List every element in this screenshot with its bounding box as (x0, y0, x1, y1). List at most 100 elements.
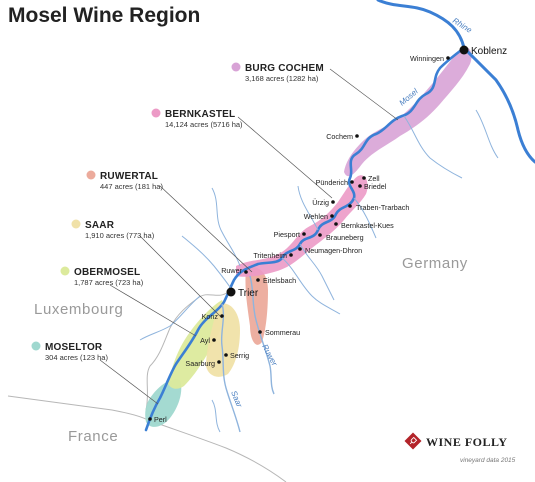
town-neumagen-dhron: Neumagen-Dhron (298, 246, 362, 255)
town-label: Saarburg (185, 359, 215, 368)
region-acres-moseltor: 304 acres (123 ha) (45, 353, 108, 362)
swatch-saar (71, 219, 81, 229)
region-acres-ruwertal: 447 acres (181 ha) (100, 182, 163, 191)
town-label: Wehlen (304, 212, 328, 221)
stream-8 (353, 197, 377, 239)
region-acres-bernkastel: 14,124 acres (5716 ha) (165, 120, 243, 129)
town-zell: Zell (362, 174, 380, 183)
region-acres-obermosel: 1,787 acres (723 ha) (74, 278, 144, 287)
town-marker (212, 338, 216, 342)
leader-saar (139, 235, 223, 319)
town-cochem: Cochem (326, 132, 359, 141)
town-marker (318, 233, 322, 237)
town-marker (148, 417, 152, 421)
town-marker (331, 200, 335, 204)
town-marker (334, 222, 338, 226)
region-name-bernkastel: BERNKASTEL (165, 109, 235, 120)
town-marker (244, 270, 248, 274)
stream-4 (299, 243, 335, 301)
town-label: Pünderich (316, 178, 348, 187)
town-konz: Konz (202, 312, 224, 321)
town-label: Cochem (326, 132, 353, 141)
town-label: Eitelsbach (263, 276, 296, 285)
town-marker (330, 214, 334, 218)
swatch-moseltor (31, 341, 41, 351)
town-marker (348, 204, 352, 208)
town-marker (298, 247, 302, 251)
city-label: Trier (238, 288, 259, 299)
city-trier: Trier (226, 287, 259, 299)
town-label: Traben-Trarbach (356, 203, 409, 212)
stream-5 (281, 257, 341, 315)
leader-obermosel (109, 284, 197, 337)
town-label: Winningen (410, 54, 444, 63)
town-label: Zell (368, 174, 380, 183)
stream-7 (297, 185, 319, 231)
leader-ruwertal (159, 185, 253, 273)
stream-6 (403, 115, 463, 179)
swatch-obermosel (60, 266, 70, 276)
logo-text: WINE FOLLY (426, 435, 508, 449)
town-wehlen: Wehlen (304, 212, 334, 221)
town-marker (446, 56, 450, 60)
town-marker (220, 314, 224, 318)
country-luxembourg: Luxembourg (34, 301, 123, 318)
town-punderich: Pünderich (316, 178, 354, 187)
swatch-bernkastel (151, 108, 161, 118)
town-marker (224, 353, 228, 357)
town-label: Konz (202, 312, 219, 321)
region-name-ruwertal: RUWERTAL (100, 171, 158, 182)
town-traben-trarbach: Traben-Trarbach (348, 203, 409, 212)
town-label: Piesport (274, 230, 300, 239)
town-marker (289, 253, 293, 257)
town-ruwer: Ruwer (221, 266, 248, 275)
city-marker (226, 287, 236, 297)
region-name-burg-cochem: BURG COCHEM (245, 63, 324, 74)
region-label-moseltor: MOSELTOR 304 acres (123 ha) (31, 341, 108, 362)
town-marker (355, 134, 359, 138)
region-acres-saar: 1,910 acres (773 ha) (85, 231, 155, 240)
region-moseltor-area (145, 379, 182, 427)
border-germany-france (147, 419, 287, 482)
leader-moseltor (99, 359, 159, 405)
town-bernkastel-kues: Bernkastel-Kues (334, 221, 394, 230)
ruwer-river (249, 275, 275, 395)
region-name-saar: SAAR (85, 220, 115, 231)
town-marker (362, 176, 366, 180)
town-label: Sommerau (265, 328, 300, 337)
region-saar-area (206, 303, 240, 377)
swatch-burg-cochem (231, 62, 241, 72)
town-marker (258, 330, 262, 334)
town-serrig: Serrig (224, 351, 249, 360)
town-label: Brauneberg (326, 233, 364, 242)
border-france (7, 395, 149, 421)
region-label-ruwertal: RUWERTAL 447 acres (181 ha) (86, 170, 163, 191)
town-marker (358, 184, 362, 188)
town-marker (350, 180, 354, 184)
rhine-river (376, 0, 535, 164)
vineyard-data-credit: vineyard data 2015 (460, 457, 516, 464)
town-perl: Perl (148, 415, 167, 424)
country-france: France (68, 428, 118, 445)
city-koblenz: Koblenz (459, 45, 507, 57)
river-label-rhine: Rhine (451, 16, 474, 35)
town-marker (302, 232, 306, 236)
town-marker (217, 360, 221, 364)
town-label: Serrig (230, 351, 249, 360)
country-germany: Germany (402, 255, 468, 272)
town-label: Tritenheim (253, 251, 287, 260)
city-label: Koblenz (471, 46, 507, 57)
stream-9 (211, 399, 221, 433)
region-label-saar: SAAR 1,910 acres (773 ha) (71, 219, 155, 240)
town-urzig: Ürzig (312, 198, 335, 207)
town-label: Neumagen-Dhron (305, 246, 362, 255)
town-label: Ayl (200, 336, 210, 345)
town-winningen: Winningen (410, 54, 450, 63)
town-saarburg: Saarburg (185, 359, 221, 368)
region-name-moseltor: MOSELTOR (45, 342, 103, 353)
town-eitelsbach: Eitelsbach (256, 276, 296, 285)
region-label-burg-cochem: BURG COCHEM 3,168 acres (1282 ha) (231, 62, 324, 83)
swatch-ruwertal (86, 170, 96, 180)
town-brauneberg: Brauneberg (318, 233, 364, 242)
